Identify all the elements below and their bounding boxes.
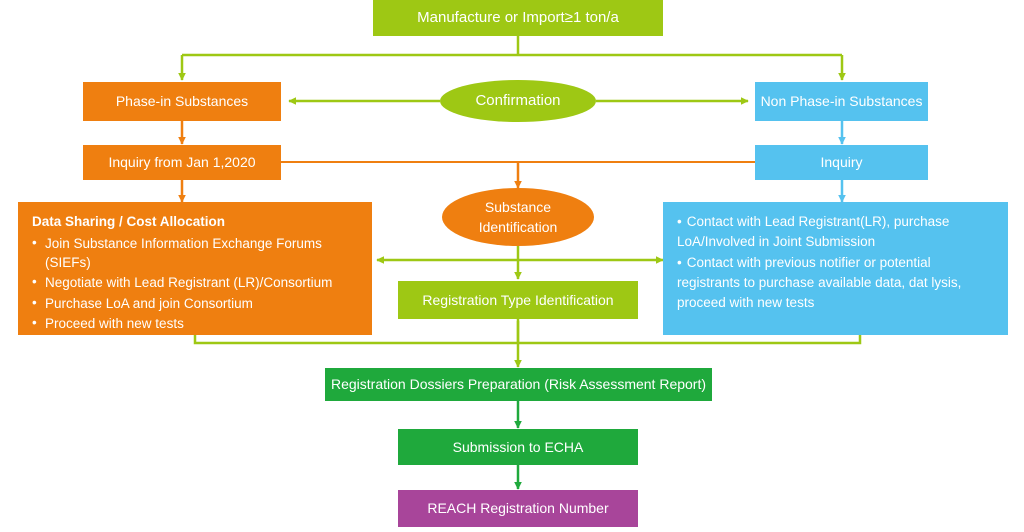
list-item: Negotiate with Lead Registrant (LR)/Cons…	[32, 272, 360, 292]
node-label: Submission to ECHA	[452, 438, 584, 455]
node-label: Non Phase-in Substances	[760, 93, 923, 110]
node-label: Phase-in Substances	[115, 93, 249, 110]
list-item: •Contact with previous notifier or poten…	[677, 253, 996, 314]
lead-registrant-content: •Contact with Lead Registrant(LR), purch…	[663, 202, 1008, 321]
node-label: Registration Type Identification	[422, 291, 614, 308]
list-item-text: Contact with Lead Registrant(LR), purcha…	[677, 214, 950, 250]
node-non-phase-in-substances[interactable]: Non Phase-in Substances	[755, 82, 928, 121]
connector-manufacture-split	[178, 36, 846, 81]
node-label: REACH Registration Number	[427, 500, 609, 517]
connector-substance-bidirectional	[376, 246, 664, 280]
data-sharing-bullet-list: Join Substance Information Exchange Foru…	[32, 233, 360, 333]
node-label-line1: Substance	[484, 198, 552, 215]
bullet-icon: •	[677, 254, 682, 270]
node-manufacture-or-import[interactable]: Manufacture or Import≥1 ton/a	[373, 0, 663, 36]
node-submission-to-echa[interactable]: Submission to ECHA	[398, 429, 638, 465]
node-label: Manufacture or Import≥1 ton/a	[417, 9, 619, 26]
node-confirmation[interactable]: Confirmation	[440, 80, 596, 122]
data-sharing-content: Data Sharing / Cost Allocation Join Subs…	[18, 202, 372, 344]
node-label: Inquiry from Jan 1,2020	[108, 154, 256, 171]
data-sharing-heading: Data Sharing / Cost Allocation	[32, 214, 226, 229]
node-registration-type-identification[interactable]: Registration Type Identification	[398, 281, 638, 319]
list-item: Join Substance Information Exchange Foru…	[32, 233, 360, 272]
node-label: Registration Dossiers Preparation (Risk …	[330, 376, 707, 393]
node-inquiry[interactable]: Inquiry	[755, 145, 928, 180]
node-substance-identification[interactable]: Substance Identification	[442, 188, 594, 246]
list-item-text: Contact with previous notifier or potent…	[677, 254, 962, 311]
node-inquiry-from-jan[interactable]: Inquiry from Jan 1,2020	[83, 145, 281, 180]
node-label: Confirmation	[475, 92, 561, 109]
node-data-sharing-cost-allocation[interactable]: Data Sharing / Cost Allocation Join Subs…	[18, 202, 372, 335]
node-lead-registrant-contact[interactable]: •Contact with Lead Registrant(LR), purch…	[663, 202, 1008, 335]
bullet-icon: •	[677, 214, 682, 229]
node-label-line2: Identification	[478, 218, 558, 235]
list-item: •Contact with Lead Registrant(LR), purch…	[677, 212, 996, 253]
node-registration-dossiers-preparation[interactable]: Registration Dossiers Preparation (Risk …	[325, 368, 712, 401]
node-reach-registration-number[interactable]: REACH Registration Number	[398, 490, 638, 527]
node-phase-in-substances[interactable]: Phase-in Substances	[83, 82, 281, 121]
list-item: Purchase LoA and join Consortium	[32, 293, 360, 313]
node-label: Inquiry	[820, 154, 863, 171]
list-item: Proceed with new tests	[32, 313, 360, 333]
